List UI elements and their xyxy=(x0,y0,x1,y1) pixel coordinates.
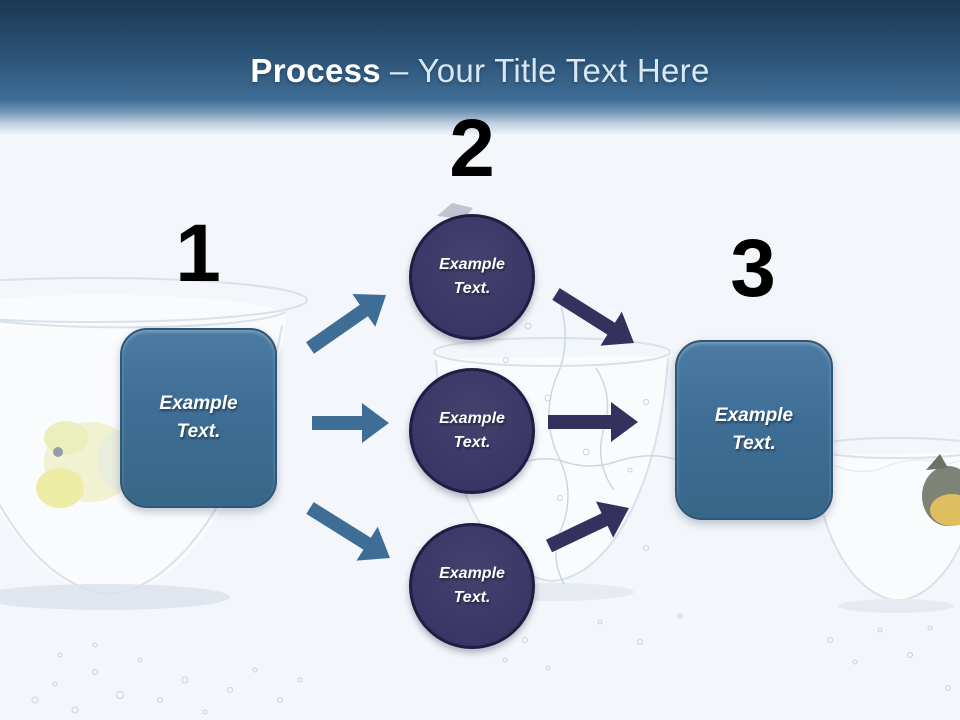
step-number-1: 1 xyxy=(175,208,221,299)
goldfish-image xyxy=(922,454,960,526)
process-circle-top-label: Example Text. xyxy=(439,256,505,297)
bubbles xyxy=(31,613,951,715)
process-circle-top: Example Text. xyxy=(409,214,535,340)
header-band: Process– Your Title Text Here xyxy=(0,0,960,138)
process-circle-bottom: Example Text. xyxy=(409,523,535,649)
process-circle-bottom-label: Example Text. xyxy=(439,565,505,606)
process-box-step3: Example Text. xyxy=(675,340,833,520)
process-box-step1: Example Text. xyxy=(120,328,277,508)
process-circle-middle: Example Text. xyxy=(409,368,535,494)
slide-title-rest: – Your Title Text Here xyxy=(389,52,710,89)
slide-title: Process– Your Title Text Here xyxy=(0,52,960,90)
step-number-2: 2 xyxy=(449,103,495,194)
step-number-3: 3 xyxy=(730,223,776,314)
slide-title-bold: Process xyxy=(250,52,381,89)
process-box-step1-label: Example Text. xyxy=(159,393,238,442)
process-circle-middle-label: Example Text. xyxy=(439,410,505,451)
process-box-step3-label: Example Text. xyxy=(714,405,794,454)
